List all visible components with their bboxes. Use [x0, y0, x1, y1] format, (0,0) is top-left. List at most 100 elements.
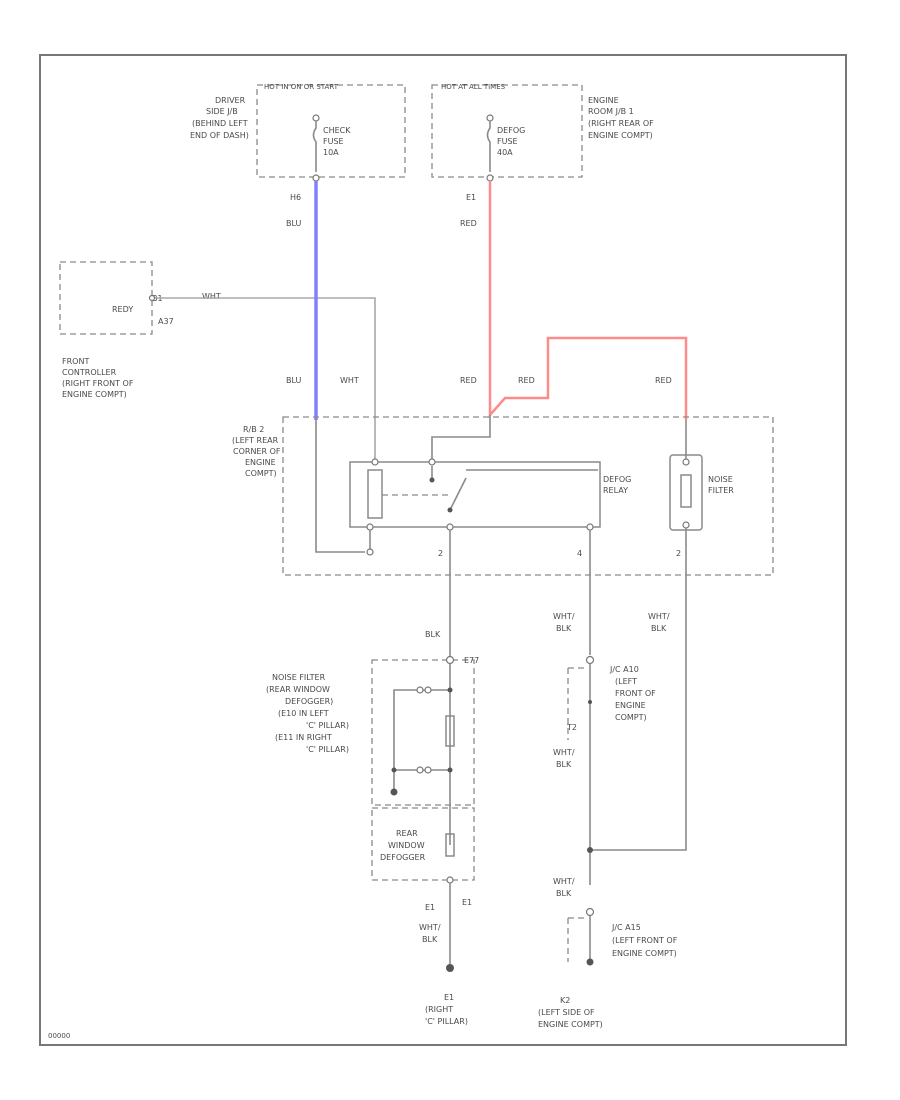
- rear-defogger-label-0: REAR: [396, 829, 418, 838]
- rear-defogger-label-1: WINDOW: [388, 841, 425, 850]
- defog-relay-switch: [431, 466, 467, 511]
- jb-driver-desc-0: DRIVER: [215, 96, 246, 105]
- noise-filter-desc-6: 'C' PILLAR): [306, 745, 349, 754]
- fuse1-amp: 10A: [323, 148, 339, 157]
- rear-defogger-element: [445, 833, 455, 857]
- e77-terminal: [445, 655, 455, 665]
- noise-filter-desc-4: 'C' PILLAR): [306, 721, 349, 730]
- fuse1-sub: FUSE: [323, 137, 344, 146]
- jc-a15-terminal: [585, 907, 595, 917]
- jc-a10-desc-0: J/C A10: [609, 665, 639, 674]
- rear-defogger-terminal: [446, 876, 454, 884]
- cap-bottom-left: [416, 766, 424, 774]
- wire-color-whtblk-b2: BLK: [651, 624, 667, 633]
- noise-filter-desc-5: (E11 IN RIGHT: [275, 733, 332, 742]
- wire-color-whtblk-a: WHT/: [553, 612, 575, 621]
- wire-color-whtblk-e: WHT/: [419, 923, 441, 932]
- defogger-noise-filter-box: [371, 659, 475, 806]
- fuse1-terminal: [312, 114, 320, 122]
- jc-a10-desc-2: FRONT OF: [615, 689, 656, 698]
- fuse-box-all-title: HOT AT ALL TIMES: [441, 83, 506, 91]
- relay-block-box: [282, 416, 774, 576]
- jb-engine-desc-1: ROOM J/B 1: [588, 107, 634, 116]
- defog-relay-contact-a: [429, 477, 435, 483]
- noise-filter-pin-bottom: [682, 521, 690, 529]
- noise-filter-label-1: FILTER: [708, 486, 734, 495]
- jb-engine-desc-2: (RIGHT REAR OF: [588, 119, 654, 128]
- noise-filter-desc-1: (REAR WINDOW: [266, 685, 330, 694]
- jc-a15-desc-1: (LEFT FRONT OF: [612, 936, 678, 945]
- connector-t2: T2: [566, 723, 577, 732]
- relay-block-desc-0: R/B 2: [243, 425, 264, 434]
- noise-filter-desc-3: (E10 IN LEFT: [278, 709, 329, 718]
- ground-e1-node: [446, 964, 454, 972]
- jb-driver-desc-1: SIDE J/B: [206, 107, 238, 116]
- ground-k2-node: [586, 958, 594, 966]
- relay-pin-2-a: 2: [438, 549, 443, 558]
- wire-wht-controller: [155, 297, 376, 462]
- noise-filter-desc-0: NOISE FILTER: [272, 673, 326, 682]
- diagram-border: [39, 54, 847, 1046]
- wire-color-blk: BLK: [425, 630, 441, 639]
- defog-relay-label-0: DEFOG: [603, 475, 631, 484]
- fuse2-amp: 40A: [497, 148, 513, 157]
- jb-driver-desc-2: (BEHIND LEFT: [192, 119, 248, 128]
- wire-color-blu: BLU: [286, 376, 302, 385]
- relay-pin-bottom-1: [366, 523, 374, 531]
- filter-node-3: [391, 767, 397, 773]
- relay-block-desc-2: CORNER OF: [233, 447, 281, 456]
- noise-filter-element: [680, 474, 692, 508]
- relay-pin-top-2: [428, 458, 436, 466]
- connector-e1: E1: [466, 193, 476, 202]
- ground-e1-desc-0: E1: [444, 993, 454, 1002]
- front-controller-terminal: [148, 294, 156, 302]
- fuse1-out-terminal: [312, 174, 320, 182]
- relay-pin-4: 4: [577, 549, 582, 558]
- jc-a10-terminal: [585, 655, 595, 665]
- fuse-box-run: [256, 84, 406, 178]
- wire-color-red-3: RED: [655, 376, 672, 385]
- fuse2-name: DEFOG: [497, 126, 525, 135]
- wire-color-whtblk-a2: BLK: [556, 624, 572, 633]
- wire-color-blu-top: BLU: [286, 219, 302, 228]
- fuse1-symbol: [312, 121, 317, 172]
- connector-e1-b: E1: [462, 898, 472, 907]
- fuse-box-all: [431, 84, 583, 178]
- jb-engine-desc-3: ENGINE COMPT): [588, 131, 653, 140]
- noise-filter-pin-top: [682, 458, 690, 466]
- defog-relay-coil: [367, 469, 383, 519]
- front-controller-desc-3: ENGINE COMPT): [62, 390, 127, 399]
- wire-color-red-1: RED: [460, 376, 477, 385]
- defog-relay-contact-b: [447, 507, 453, 513]
- wire-noise-filter-down: [590, 528, 687, 851]
- cap-top-right: [424, 686, 432, 694]
- defog-relay-box: [349, 461, 601, 528]
- wire-color-whtblk-c: WHT/: [553, 748, 575, 757]
- wire-color-whtblk-d: WHT/: [553, 877, 575, 886]
- jc-a10-desc-4: COMPT): [615, 713, 647, 722]
- ground-k2-desc-0: K2: [560, 996, 570, 1005]
- relay-block-desc-4: COMPT): [245, 469, 277, 478]
- front-controller-pin-b: A37: [158, 317, 174, 326]
- wire-color-red-2: RED: [518, 376, 535, 385]
- wire-color-whtblk-d2: BLK: [556, 889, 572, 898]
- splice-node: [587, 847, 593, 853]
- fuse-box-run-title: HOT IN ON OR START: [264, 83, 339, 91]
- jb-engine-desc-0: ENGINE: [588, 96, 619, 105]
- ground-e1-desc-1: (RIGHT: [425, 1005, 453, 1014]
- rear-defogger-label-2: DEFOGGER: [380, 853, 426, 862]
- wire-color-wht-ctrl: WHT: [202, 292, 221, 301]
- noise-filter-box: [669, 454, 703, 531]
- wire-color-red-top: RED: [460, 219, 477, 228]
- jc-a10-desc-1: (LEFT: [615, 677, 637, 686]
- noise-filter-label-0: NOISE: [708, 475, 733, 484]
- filter-node-1: [447, 687, 453, 693]
- ground-k2-desc-1: (LEFT SIDE OF: [538, 1008, 595, 1017]
- relay-pin-bottom-2: [446, 523, 454, 531]
- cap-top-left: [416, 686, 424, 694]
- jc-a10-desc-3: ENGINE: [615, 701, 646, 710]
- defog-relay-label-1: RELAY: [603, 486, 628, 495]
- jb-driver-desc-3: END OF DASH): [190, 131, 249, 140]
- wire-blu-lower: [315, 420, 365, 553]
- wire-red-relay: [431, 415, 491, 462]
